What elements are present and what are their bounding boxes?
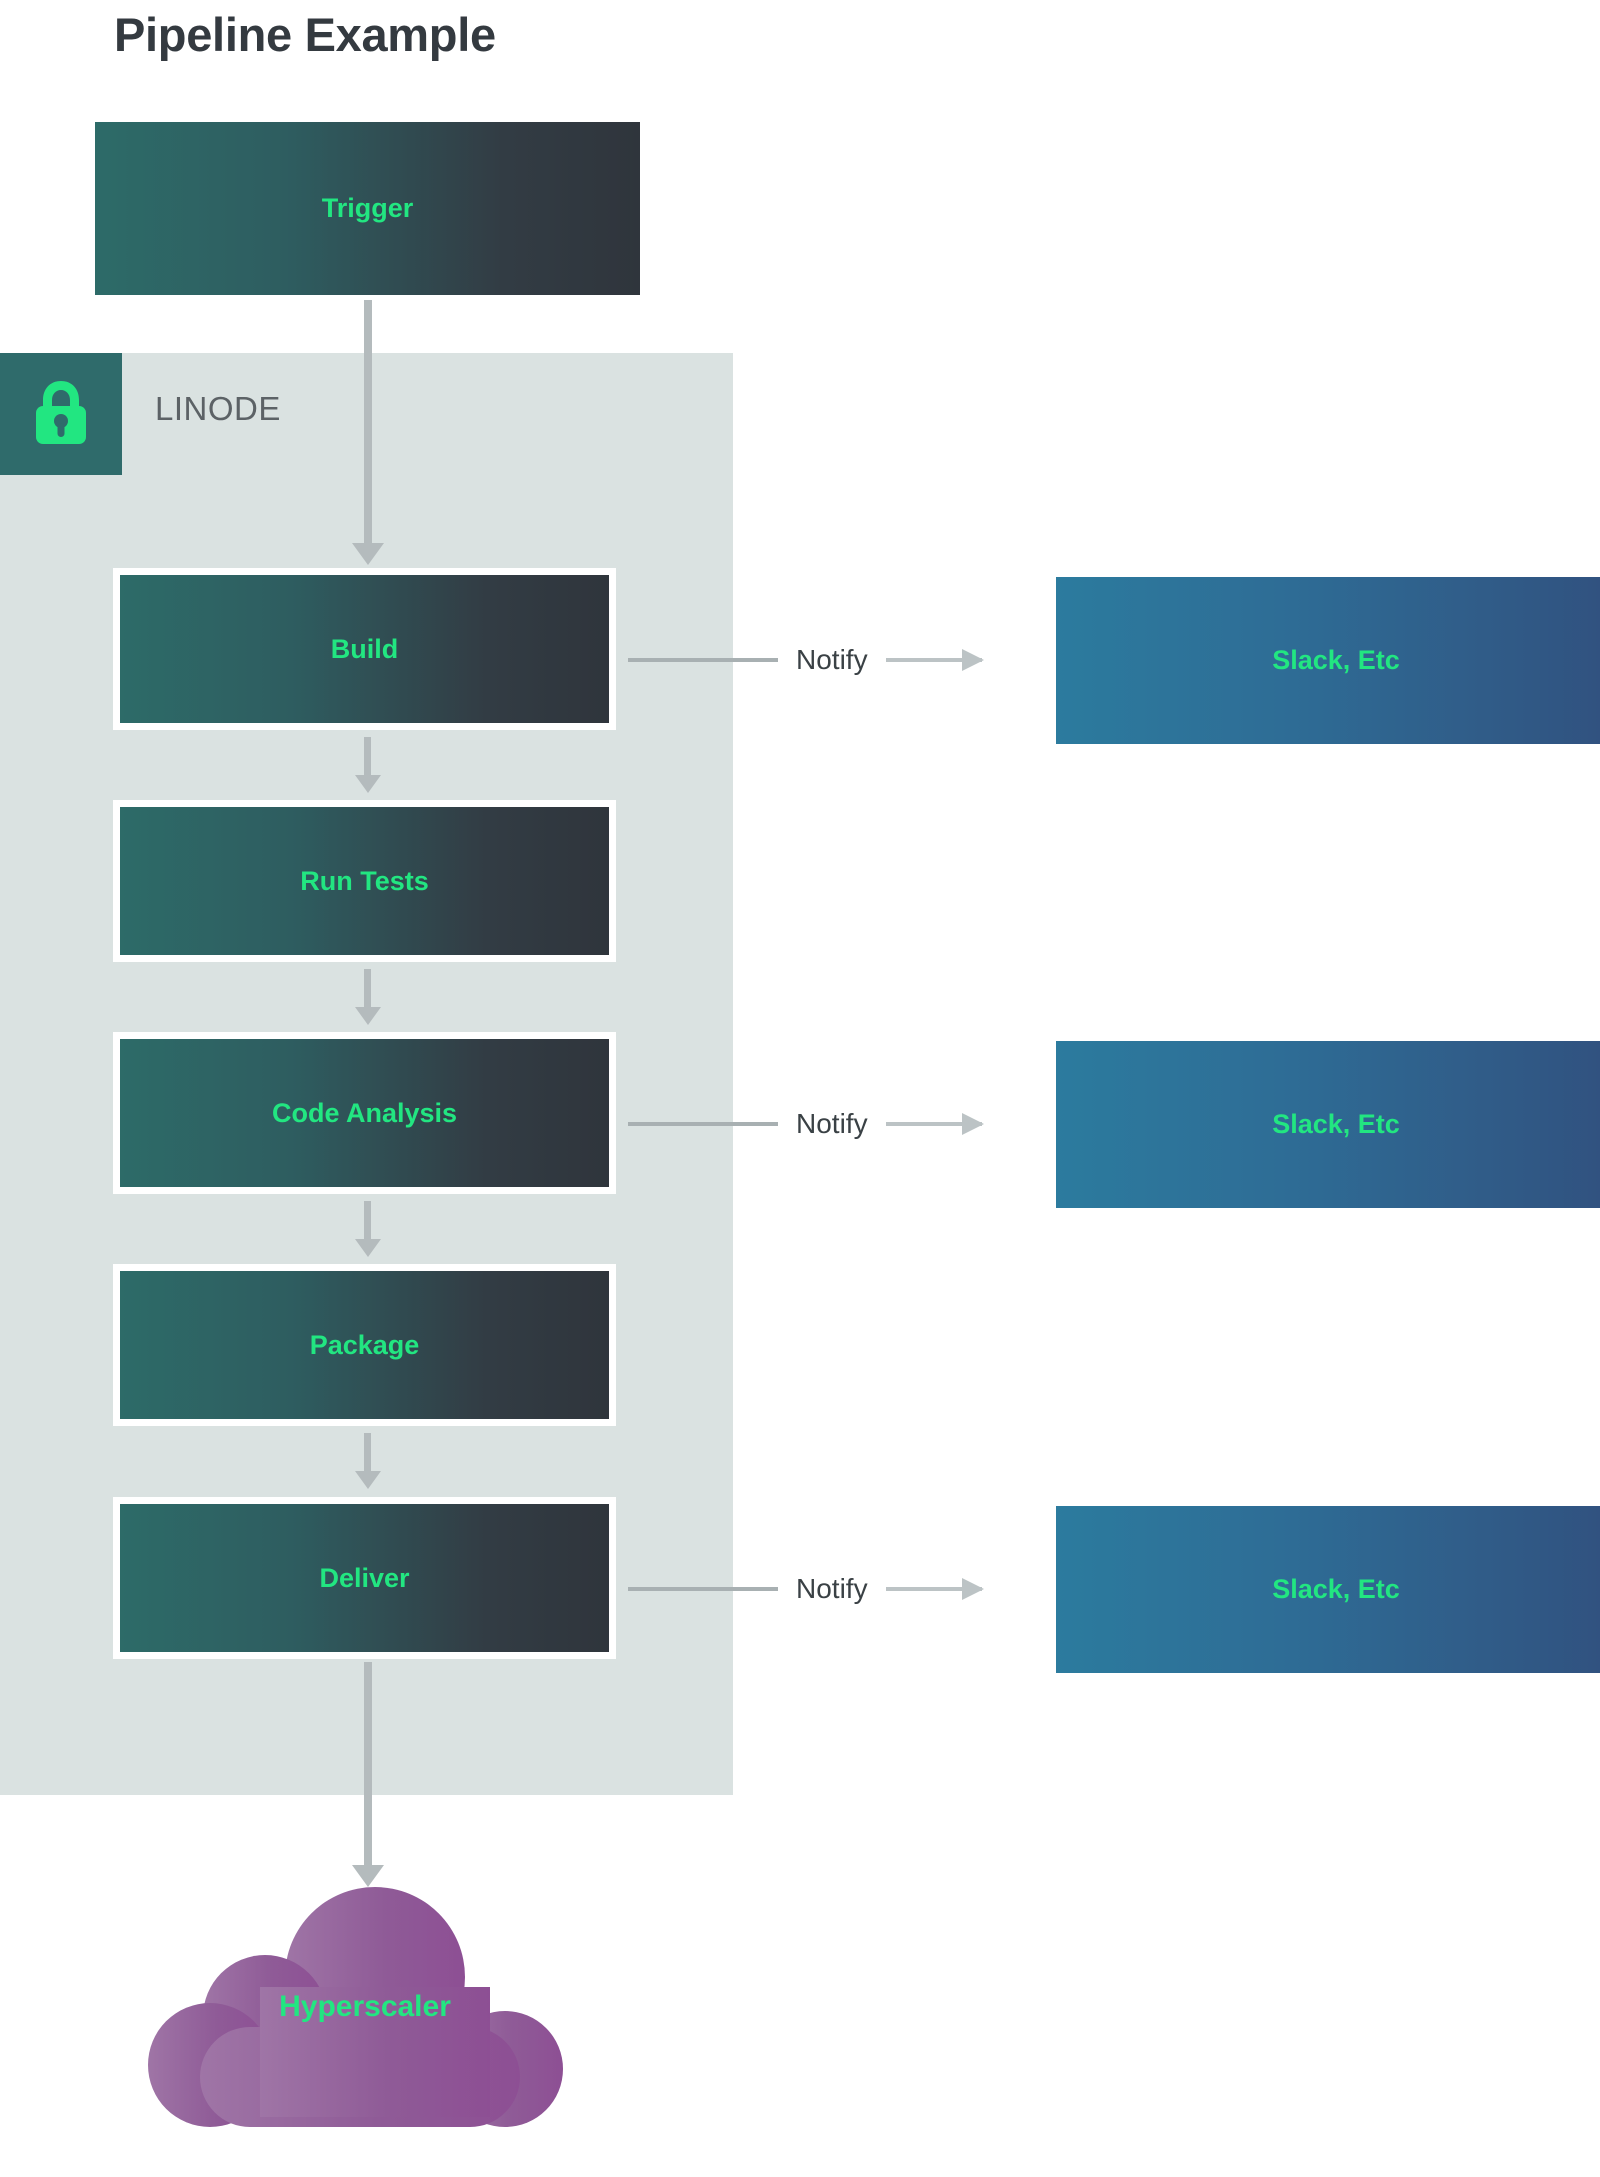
page-title: Pipeline Example <box>114 8 496 61</box>
stage-box-code-analysis[interactable]: Code Analysis <box>113 1032 616 1194</box>
stage-label-code-analysis: Code Analysis <box>271 1097 458 1128</box>
arrow-deliver-to-hyperscaler <box>364 1662 372 1867</box>
notify-connector-build: Notify <box>628 637 1058 683</box>
notification-label-code-analysis: Slack, Etc <box>1272 1109 1400 1139</box>
cloud-shape-hyperscaler[interactable] <box>140 1877 590 2137</box>
stage-box-trigger[interactable]: Trigger <box>95 122 640 295</box>
notify-arrow-right <box>885 649 984 671</box>
stage-box-deliver[interactable]: Deliver <box>113 1497 616 1659</box>
linode-zone-label: LINODE <box>155 390 281 427</box>
arrow-trigger-to-build <box>364 300 372 545</box>
notify-line-left <box>628 658 778 662</box>
notification-label-deliver: Slack, Etc <box>1272 1574 1400 1604</box>
lock-icon <box>30 377 92 452</box>
notify-arrow-right <box>885 1578 984 1600</box>
arrow-run-tests-to-code-analysis <box>364 969 371 1009</box>
notify-label-build: Notify <box>796 644 868 675</box>
notify-line-left <box>628 1587 778 1591</box>
stage-label-run-tests: Run Tests <box>300 865 429 896</box>
arrow-build-to-run-tests <box>364 737 371 777</box>
stage-label-package: Package <box>309 1329 420 1360</box>
notification-target-code-analysis[interactable]: Slack, Etc <box>1056 1041 1600 1208</box>
notification-label-build: Slack, Etc <box>1272 645 1400 675</box>
notify-label-deliver: Notify <box>796 1573 868 1604</box>
notification-target-build[interactable]: Slack, Etc <box>1056 577 1600 744</box>
notify-connector-deliver: Notify <box>628 1566 1058 1612</box>
notify-label-code-analysis: Notify <box>796 1108 868 1139</box>
notify-connector-code-analysis: Notify <box>628 1101 1058 1147</box>
stage-label-deliver: Deliver <box>319 1562 410 1593</box>
stage-box-run-tests[interactable]: Run Tests <box>113 800 616 962</box>
notification-target-deliver[interactable]: Slack, Etc <box>1056 1506 1600 1673</box>
arrow-package-to-deliver <box>364 1433 371 1473</box>
notify-arrow-right <box>885 1113 984 1135</box>
stage-box-build[interactable]: Build <box>113 568 616 730</box>
stage-box-package[interactable]: Package <box>113 1264 616 1426</box>
notify-line-left <box>628 1122 778 1126</box>
linode-zone-badge <box>0 353 122 475</box>
stage-label-trigger: Trigger <box>321 193 414 223</box>
arrow-code-analysis-to-package <box>364 1201 371 1241</box>
stage-label-build: Build <box>330 633 399 664</box>
